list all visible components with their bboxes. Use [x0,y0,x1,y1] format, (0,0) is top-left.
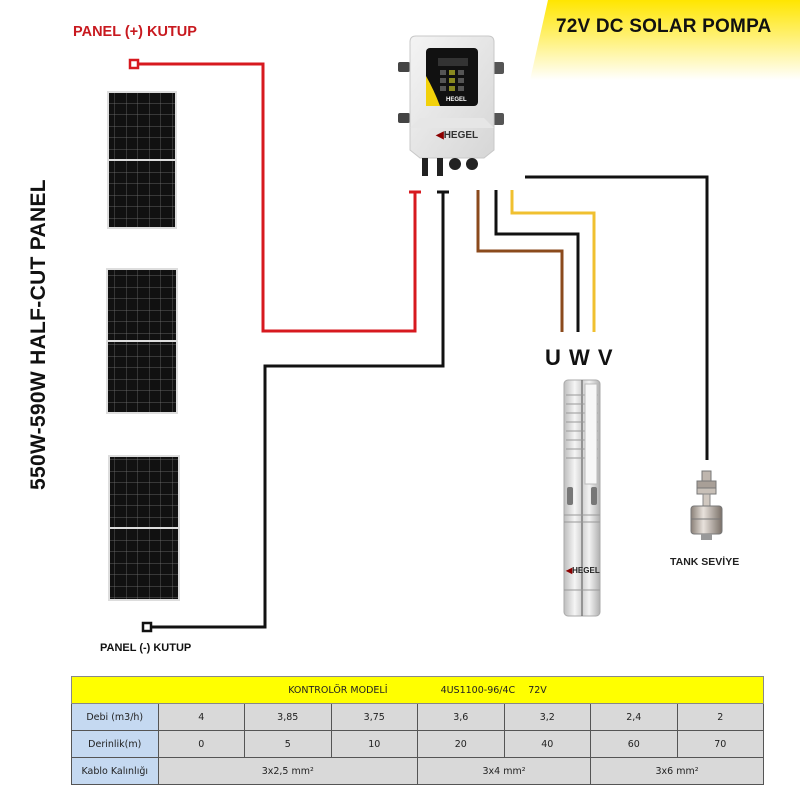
hegel-logo-icon: ◀ [436,130,444,141]
cable-cell: 3x4 mm² [417,757,591,785]
tank-level-label: TANK SEVİYE [670,556,740,568]
flow-cell: 2 [676,703,764,731]
depth-cell: 0 [157,730,245,758]
row-header-flow: Debi (m3/h) [71,703,159,731]
banner-title: 72V DC SOLAR POMPA [556,16,772,37]
depth-cell: 20 [417,730,505,758]
controller-model-value: 4US1100-96/4C [440,684,516,696]
row-header-depth: Derinlik(m) [71,730,159,758]
table-row-flow: Debi (m3/h) 4 3,85 3,75 3,6 3,2 2,4 2 [71,703,764,731]
tank-sensor-wire [525,175,709,460]
controller-model-label: KONTROLÖR MODELİ [288,684,388,696]
solar-panel [108,455,180,601]
pump-brand-text: HEGEL [572,566,600,575]
solar-panel [106,268,178,414]
float-switch [690,470,723,540]
solar-panel [107,91,177,229]
depth-cell: 60 [590,730,678,758]
flow-cell: 3,2 [503,703,591,731]
depth-cell: 5 [244,730,332,758]
motor-phase-label: U W V [545,345,613,370]
table-header-cell: KONTROLÖR MODELİ 4US1100-96/4C 72V [71,676,764,704]
controller-voltage: 72V [528,684,547,696]
controller-brand-logo: ◀HEGEL [436,130,478,141]
cable-cell: 3x6 mm² [590,757,764,785]
panel-negative-label: PANEL (-) KUTUP [100,642,192,654]
depth-cell: 70 [676,730,764,758]
hegel-logo-icon: ◀ [566,566,573,575]
controller-screen-logo: HEGEL [446,97,467,103]
cable-cell: 3x2,5 mm² [157,757,418,785]
controller-spec-table: KONTROLÖR MODELİ 4US1100-96/4C 72V Debi … [71,676,764,785]
motor-wire-w [494,190,580,332]
panel-positive-label: PANEL (+) KUTUP [73,24,197,40]
table-header-row: KONTROLÖR MODELİ 4US1100-96/4C 72V [71,676,764,704]
flow-cell: 4 [157,703,245,731]
table-row-depth: Derinlik(m) 0 5 10 20 40 60 70 [71,730,764,758]
motor-wire-v [510,190,596,332]
flow-cell: 3,75 [330,703,418,731]
depth-cell: 10 [330,730,418,758]
pump-brand-logo: ◀HEGEL [566,566,600,575]
flow-cell: 2,4 [590,703,678,731]
flow-cell: 3,6 [417,703,505,731]
panel-type-label: 550W-590W HALF-CUT PANEL [27,179,50,490]
pump-body [563,379,601,617]
depth-cell: 40 [503,730,591,758]
flow-cell: 3,85 [244,703,332,731]
table-row-cable: Kablo Kalınlığı 3x2,5 mm² 3x4 mm² 3x6 mm… [71,757,764,785]
row-header-cable: Kablo Kalınlığı [71,757,159,785]
controller-body [398,35,504,176]
motor-wire-u [476,190,564,332]
positive-wire [128,58,421,333]
controller-brand-text: HEGEL [443,130,479,141]
negative-wire [141,190,449,633]
